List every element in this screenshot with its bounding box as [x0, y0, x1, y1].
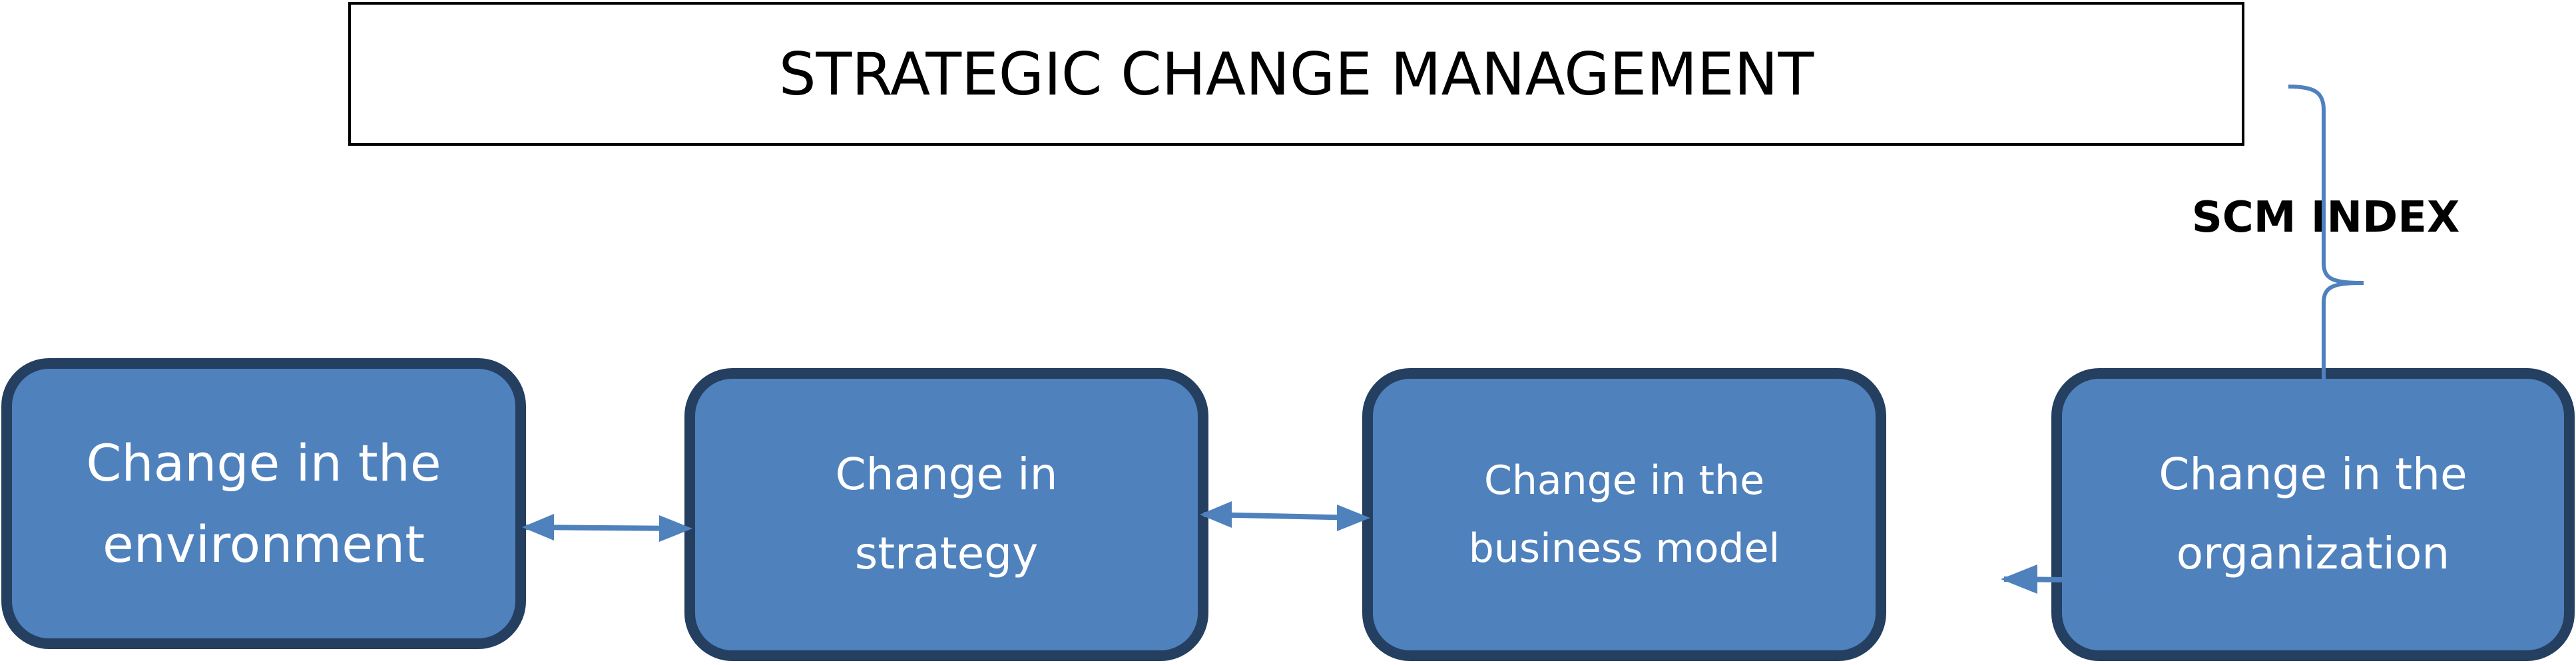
node-change-business-model: Change in the business model [1362, 368, 1886, 661]
scm-index-label: SCM INDEX [2191, 193, 2460, 242]
title-box: STRATEGIC CHANGE MANAGEMENT [348, 2, 2244, 146]
node-change-strategy: Change in strategy [684, 368, 1208, 661]
node-label-business: Change in the business model [1468, 457, 1780, 572]
diagram-title: STRATEGIC CHANGE MANAGEMENT [778, 39, 1814, 109]
node-label-organization: Change in the organization [2159, 449, 2467, 579]
node-change-environment: Change in the environment [1, 358, 526, 649]
connector-environment-strategy [522, 514, 692, 542]
connector-strategy-business [1200, 501, 1370, 531]
node-label-environment: Change in the environment [86, 433, 441, 574]
node-change-organization: Change in the organization [2051, 368, 2575, 661]
node-label-strategy: Change in strategy [835, 449, 1058, 579]
